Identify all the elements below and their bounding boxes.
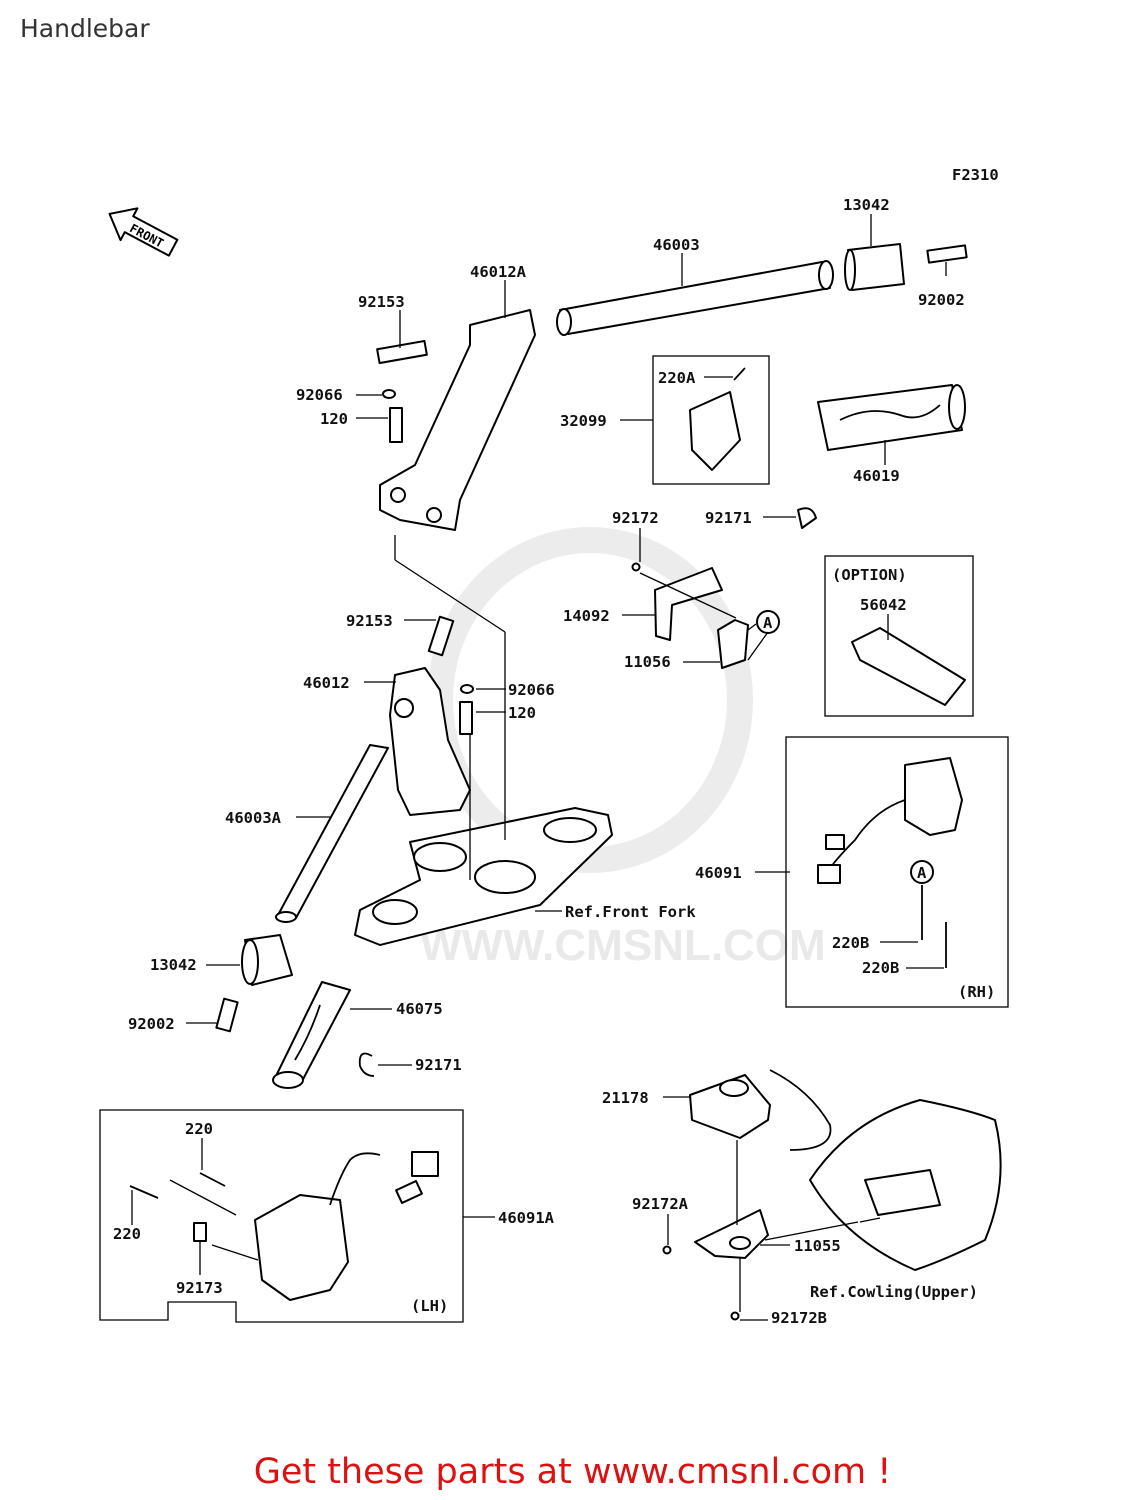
part-label-92066-mid: 92066 <box>508 681 555 699</box>
bolt-120-top <box>389 407 403 443</box>
leader-lines <box>131 214 947 1321</box>
part-label-92172: 92172 <box>612 509 659 527</box>
bracket-11055 <box>694 1209 769 1259</box>
grease-tube-56042 <box>851 627 966 706</box>
part-label-92153-mid: 92153 <box>346 612 393 630</box>
option-box <box>824 555 974 717</box>
grip-46075 <box>272 981 351 1089</box>
part-label-92172A: 92172A <box>632 1195 689 1213</box>
clip-92173 <box>193 1222 207 1242</box>
box-lh-switch <box>99 1109 464 1323</box>
ecu-unit-21178 <box>689 1069 832 1151</box>
ref-circle-a-2-label: A <box>917 864 927 882</box>
bolt-120-mid <box>459 701 473 735</box>
part-label-92171-bottom: 92171 <box>415 1056 462 1074</box>
upper-cowling-ref <box>809 1099 1002 1271</box>
part-label-46019: 46019 <box>853 467 900 485</box>
cover-14092 <box>654 567 723 641</box>
part-label-120-top: 120 <box>320 410 348 428</box>
screw-220-left <box>129 1185 159 1199</box>
part-label-46012A: 46012A <box>470 263 527 281</box>
part-label-11055: 11055 <box>794 1237 841 1255</box>
part-label-14092: 14092 <box>563 607 610 625</box>
rh-label: (RH) <box>958 983 995 1001</box>
part-label-120-mid: 120 <box>508 704 536 722</box>
part-label-13042-top: 13042 <box>843 196 890 214</box>
ref-circle-a-1-label: A <box>763 614 773 632</box>
bar-end-weight-bottom <box>241 934 293 986</box>
screw-92172B <box>730 1311 740 1321</box>
part-label-220B-2: 220B <box>862 959 899 977</box>
cap-92171-top <box>797 507 817 529</box>
bolt-92153-top <box>376 339 428 365</box>
bracket-11056 <box>717 619 749 669</box>
part-label-46075: 46075 <box>396 1000 443 1018</box>
part-label-56042: 56042 <box>860 596 907 614</box>
throttle-grip-46019 <box>817 384 966 451</box>
part-label-92173: 92173 <box>176 1279 223 1297</box>
watermark-text: WWW.CMSNL.COM <box>420 921 826 970</box>
switch-lh-46091A <box>254 1151 439 1301</box>
front-arrow-icon: FRONT <box>108 207 179 257</box>
switch-rh-46091 <box>817 757 963 884</box>
part-label-13042-bottom: 13042 <box>150 956 197 974</box>
part-label-220A: 220A <box>658 369 696 387</box>
screw-92172A <box>662 1245 672 1255</box>
page-title: Handlebar <box>20 14 150 43</box>
part-label-21178: 21178 <box>602 1089 649 1107</box>
handlebar-tube-left <box>275 744 389 923</box>
part-label-92153-top: 92153 <box>358 293 405 311</box>
part-label-11056: 11056 <box>624 653 671 671</box>
part-label-32099: 32099 <box>560 412 607 430</box>
steering-stem-clamp <box>354 807 613 946</box>
handlebar-holder-46012A <box>379 309 536 531</box>
part-label-92066-top: 92066 <box>296 386 343 404</box>
part-label-92171-top: 92171 <box>705 509 752 527</box>
lh-label: (LH) <box>411 1297 448 1315</box>
part-label-220-left: 220 <box>113 1225 141 1243</box>
part-label-46091: 46091 <box>695 864 742 882</box>
part-label-46003: 46003 <box>653 236 700 254</box>
bolt-92002-top <box>926 244 968 264</box>
washer-92066-top <box>382 389 396 399</box>
throttle-housing-32099 <box>689 367 746 471</box>
part-label-46091A: 46091A <box>498 1209 555 1227</box>
part-label-92002-bottom: 92002 <box>128 1015 175 1033</box>
part-label-220-top: 220 <box>185 1120 213 1138</box>
ref-front-fork-label: Ref.Front Fork <box>565 903 696 921</box>
cap-92171-bottom <box>358 1052 375 1077</box>
bolt-92002-bottom <box>215 997 239 1033</box>
part-label-92002-top: 92002 <box>918 291 965 309</box>
option-label: (OPTION) <box>832 566 907 584</box>
footer-link[interactable]: Get these parts at www.cmsnl.com ! <box>253 1452 892 1492</box>
part-label-46003A: 46003A <box>225 809 282 827</box>
part-label-92172B: 92172B <box>771 1309 827 1327</box>
screw-220-top <box>199 1172 226 1187</box>
screw-92172 <box>631 562 641 572</box>
part-label-220B-1: 220B <box>832 934 869 952</box>
figure-code: F2310 <box>952 166 999 184</box>
bar-end-weight-top <box>844 243 905 291</box>
ref-cowling-label: Ref.Cowling(Upper) <box>810 1283 978 1301</box>
bolt-92153-mid <box>427 615 455 657</box>
handlebar-holder-46012 <box>389 667 471 816</box>
washer-92066-mid <box>460 684 474 694</box>
ref-circle-a-2 <box>910 860 934 884</box>
part-label-46012: 46012 <box>303 674 350 692</box>
handlebar-tube-right <box>556 260 834 336</box>
